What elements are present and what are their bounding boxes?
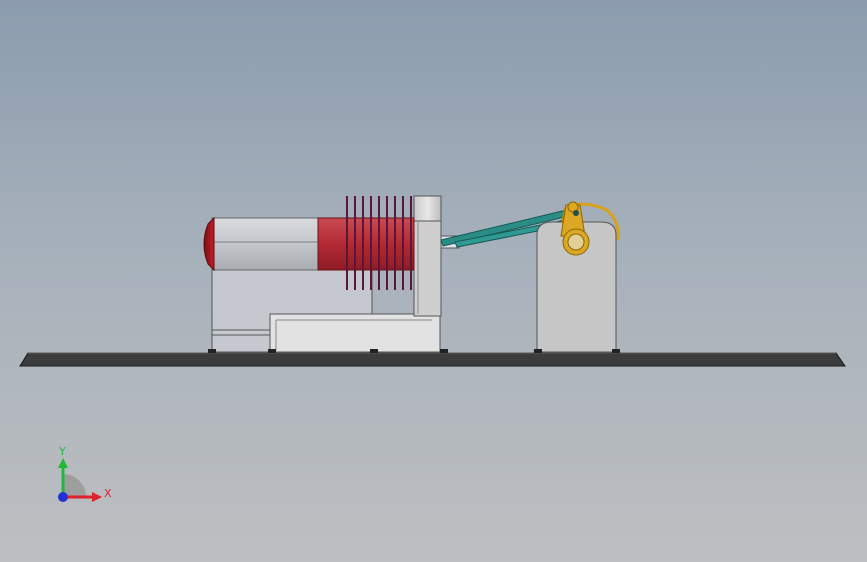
flywheel-pedestal	[536, 221, 617, 353]
x-axis-label: X	[104, 487, 112, 500]
y-axis-arrowhead	[58, 458, 68, 468]
cooling-fins	[346, 196, 412, 290]
z-axis-dot	[58, 492, 68, 502]
flywheel-crank	[560, 201, 620, 256]
base-plate	[19, 352, 846, 367]
y-axis-label: Y	[58, 445, 66, 458]
triad-arc	[63, 474, 86, 497]
displacer-cylinder	[211, 217, 325, 271]
x-axis-arrowhead	[92, 492, 102, 502]
orientation-triad[interactable]: X Y	[58, 445, 112, 502]
base-hardware	[208, 349, 620, 353]
hot-cylinder-section	[317, 217, 415, 271]
cylinder-end-cap	[203, 216, 215, 272]
vertical-post	[413, 195, 442, 317]
